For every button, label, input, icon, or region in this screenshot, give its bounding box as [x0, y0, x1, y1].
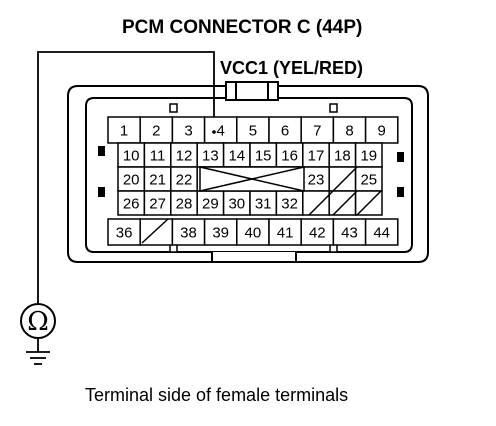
terminal-label-4: 4 [217, 123, 225, 140]
wire-label: VCC1 (YEL/RED) [220, 58, 363, 78]
terminal-label-6: 6 [281, 123, 289, 140]
terminal-cell [302, 166, 330, 192]
terminal-label-41: 41 [277, 225, 294, 242]
terminal-cell [196, 190, 225, 216]
terminal-cell [328, 166, 357, 192]
terminal-cell [107, 116, 141, 144]
terminal-label-43: 43 [341, 225, 358, 242]
ohm-symbol: Ω [27, 307, 49, 337]
terminal-label-3: 3 [184, 123, 192, 140]
terminal-label-31: 31 [255, 196, 272, 213]
terminal-label-39: 39 [212, 225, 229, 242]
terminal-label-18: 18 [334, 148, 351, 165]
locking-tabs [98, 146, 404, 197]
terminal-cell [203, 218, 238, 246]
terminal-label-16: 16 [281, 148, 298, 165]
terminal-label-42: 42 [309, 225, 326, 242]
terminal-label-32: 32 [281, 196, 298, 213]
terminal-cell [332, 218, 367, 246]
terminal-cell [117, 166, 146, 192]
terminal-label-27: 27 [149, 196, 166, 213]
terminal-label-40: 40 [245, 225, 262, 242]
terminal-cell [236, 218, 270, 246]
terminal-label-25: 25 [360, 172, 377, 189]
blank-cavities [141, 166, 382, 244]
terminal-label-44: 44 [373, 225, 390, 242]
terminal-cell [117, 190, 146, 216]
terminal-cell [143, 190, 172, 216]
terminal-label-17: 17 [308, 148, 325, 165]
terminal-cell [332, 116, 367, 144]
terminal-label-10: 10 [123, 148, 140, 165]
terminal-label-30: 30 [228, 196, 245, 213]
terminal-label-5: 5 [249, 123, 257, 140]
terminal-label-12: 12 [176, 148, 193, 165]
terminal-cell [300, 116, 335, 144]
terminal-label-9: 9 [378, 123, 386, 140]
terminal-cell [268, 116, 302, 144]
terminal-cell [236, 116, 270, 144]
terminal-cell [364, 218, 399, 246]
terminal-label-36: 36 [116, 225, 133, 242]
connector-housing [67, 81, 429, 263]
terminal-cell [107, 218, 141, 246]
terminal-label-29: 29 [202, 196, 219, 213]
terminal-label-20: 20 [123, 172, 140, 189]
terminal-label-14: 14 [228, 148, 245, 165]
terminal-label-1: 1 [120, 123, 128, 140]
test-lead-wire [37, 51, 215, 303]
ground-icon [26, 338, 50, 365]
terminal-label-11: 11 [150, 148, 166, 165]
caption: Terminal side of female terminals [85, 385, 348, 405]
terminal-cell [170, 190, 198, 216]
terminal-label-38: 38 [180, 225, 197, 242]
terminal-label-7: 7 [313, 123, 321, 140]
terminal-cell [249, 142, 278, 168]
terminal-label-21: 21 [149, 172, 166, 189]
terminal-cell [364, 116, 399, 144]
terminal-label-22: 22 [176, 172, 193, 189]
ohmmeter-icon: Ω [20, 303, 56, 339]
terminal-cell [302, 190, 330, 216]
terminal-label-19: 19 [360, 148, 377, 165]
terminal-cell [171, 218, 206, 246]
terminal-cell [302, 142, 330, 168]
terminal-label-2: 2 [152, 123, 160, 140]
terminal-label-8: 8 [345, 123, 353, 140]
diagram-title: PCM CONNECTOR C (44P) [122, 17, 362, 38]
probe-point [212, 130, 216, 134]
terminal-cell [222, 142, 251, 168]
terminal-cell [268, 218, 302, 246]
terminal-label-15: 15 [255, 148, 272, 165]
terminal-label-13: 13 [202, 148, 219, 165]
terminal-label-26: 26 [123, 196, 140, 213]
terminal-label-28: 28 [176, 196, 193, 213]
terminal-cell [139, 116, 174, 144]
terminal-cell [328, 190, 357, 216]
terminal-label-23: 23 [308, 172, 325, 189]
terminal-cell [275, 142, 304, 168]
